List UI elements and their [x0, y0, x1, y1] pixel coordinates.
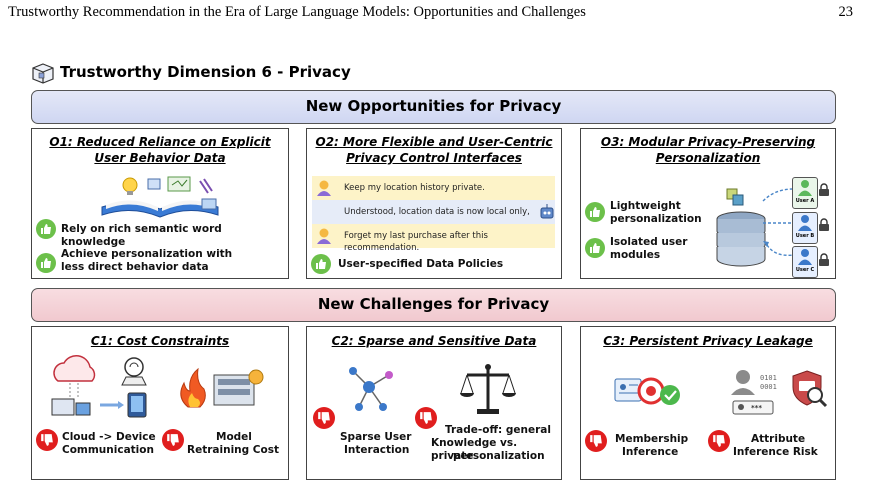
- running-head: Trustworthy Recommendation in the Era of…: [8, 4, 861, 22]
- lock-icon: [819, 253, 829, 266]
- c1-point2-line1: Model: [216, 431, 252, 443]
- user-icon: [798, 249, 812, 265]
- chat3-text: Forget my last purchase after this recom…: [344, 231, 488, 253]
- chat1-text: Keep my location history private.: [344, 183, 485, 193]
- c3-point2-line1: Attribute: [751, 433, 806, 445]
- o1-title-line2: User Behavior Data: [94, 151, 226, 165]
- binary-code: 0101 0001: [760, 374, 777, 392]
- chat2-text: Understood, location data is now local o…: [344, 207, 530, 217]
- c2-point1-line2: Interaction: [344, 444, 410, 456]
- database-server-icon: [716, 188, 766, 267]
- shield-magnifier-icon: [792, 370, 828, 408]
- c1-point2-line2: Retraining Cost: [187, 444, 279, 456]
- o3-point2-line1: Isolated user: [610, 236, 688, 248]
- user-b-label: User B: [795, 233, 815, 239]
- chat-user-message: Forget my last purchase after this recom…: [312, 224, 555, 253]
- user-avatar-icon: [317, 228, 331, 244]
- user-c-module: User C: [792, 246, 818, 278]
- thumb-down-icon: [36, 429, 58, 451]
- cube-icon: [32, 62, 54, 84]
- thumb-up-icon: [36, 219, 56, 239]
- o2-title-line1: O2: More Flexible and User-Centric: [315, 135, 553, 149]
- o1-point2-line1: Achieve personalization with: [61, 248, 233, 260]
- c3-title: C3: Persistent Privacy Leakage: [603, 334, 813, 348]
- thumb-down-icon: [162, 429, 184, 451]
- cloud-device-icon: [51, 355, 147, 418]
- book-knowledge-icon: [101, 176, 219, 218]
- c2-title: C2: Sparse and Sensitive Data: [331, 334, 537, 348]
- user-b-module: User B: [792, 212, 818, 244]
- user-icon: [798, 180, 812, 196]
- user-a-label: User A: [795, 198, 815, 204]
- binary-line2: 0001: [760, 383, 777, 391]
- thumb-down-icon: [415, 407, 437, 429]
- user-data-icon: [731, 370, 774, 415]
- c2-point1-line1: Sparse User: [340, 431, 412, 443]
- o3-title-line2: Personalization: [655, 151, 761, 165]
- membership-target-icon: [614, 377, 680, 405]
- o1-point1: Rely on rich semantic word knowledge: [61, 223, 222, 248]
- c2-point2-line1: Trade-off: general: [445, 424, 551, 436]
- o3-point1-line1: Lightweight: [610, 200, 681, 212]
- c1-point1-line2: Communication: [62, 444, 154, 456]
- thumb-up-icon: [311, 254, 331, 274]
- o1-title-line1: O1: Reduced Reliance on Explicit: [49, 135, 271, 149]
- card-c1: C1: Cost Constraints Cloud -> Device Com…: [31, 326, 289, 480]
- c2-point2-line2: Knowledge vs. private: [431, 437, 518, 462]
- fire-server-icon: [180, 367, 264, 408]
- c1-point1-line1: Cloud -> Device: [62, 431, 156, 443]
- page-number: 23: [838, 4, 854, 20]
- user-c-label: User C: [795, 267, 815, 273]
- card-c2: C2: Sparse and Sensitive Data Sparse Use…: [306, 326, 562, 480]
- thumb-up-icon: [585, 238, 605, 258]
- o2-title-line2: Privacy Control Interfaces: [346, 151, 522, 165]
- dimension-title: Trustworthy Dimension 6 - Privacy: [30, 60, 351, 84]
- challenges-banner: New Challenges for Privacy: [31, 288, 836, 322]
- c3-point1-line2: Inference: [622, 446, 679, 458]
- card-o3: O3: Modular Privacy-Preserving Personali…: [580, 128, 836, 279]
- card-o1: O1: Reduced Reliance on Explicit User Be…: [31, 128, 289, 279]
- opportunities-banner: New Opportunities for Privacy: [31, 90, 836, 124]
- c2-point2-line3: personalization: [453, 450, 545, 462]
- dimension-title-text: Trustworthy Dimension 6 - Privacy: [60, 63, 351, 81]
- card-c3: C3: Persistent Privacy Leakage 0101 0001…: [580, 326, 836, 480]
- chat-bot-message: Understood, location data is now local o…: [312, 200, 555, 224]
- binary-line1: 0101: [760, 374, 777, 382]
- sparse-graph-icon: [349, 367, 393, 411]
- lock-icon: [819, 218, 829, 231]
- o1-point2-line2: less direct behavior data: [61, 261, 209, 273]
- thumb-up-icon: [585, 202, 605, 222]
- lock-icon: [819, 183, 829, 196]
- balance-scale-icon: [460, 364, 516, 414]
- user-icon: [798, 215, 812, 231]
- thumb-up-icon: [36, 253, 56, 273]
- chat-user-message: Keep my location history private.: [312, 176, 555, 200]
- c3-point2-line2: Inference Risk: [733, 446, 818, 458]
- c3-point1-line1: Membership: [615, 433, 689, 445]
- c1-title: C1: Cost Constraints: [90, 334, 230, 348]
- o3-title-line1: O3: Modular Privacy-Preserving: [600, 135, 816, 149]
- o3-point1-line2: personalization: [610, 213, 702, 225]
- running-head-title: Trustworthy Recommendation in the Era of…: [8, 4, 586, 20]
- thumb-down-icon: [313, 407, 335, 429]
- masked-value: ***: [751, 404, 762, 412]
- thumb-down-icon: [585, 430, 607, 452]
- o2-point1: User-specified Data Policies: [338, 258, 504, 270]
- robot-icon: [540, 204, 554, 219]
- card-o2: O2: More Flexible and User-Centric Priva…: [306, 128, 562, 279]
- user-avatar-icon: [317, 180, 331, 196]
- user-a-module: User A: [792, 177, 818, 209]
- o3-point2-line2: modules: [610, 249, 661, 261]
- thumb-down-icon: [708, 430, 730, 452]
